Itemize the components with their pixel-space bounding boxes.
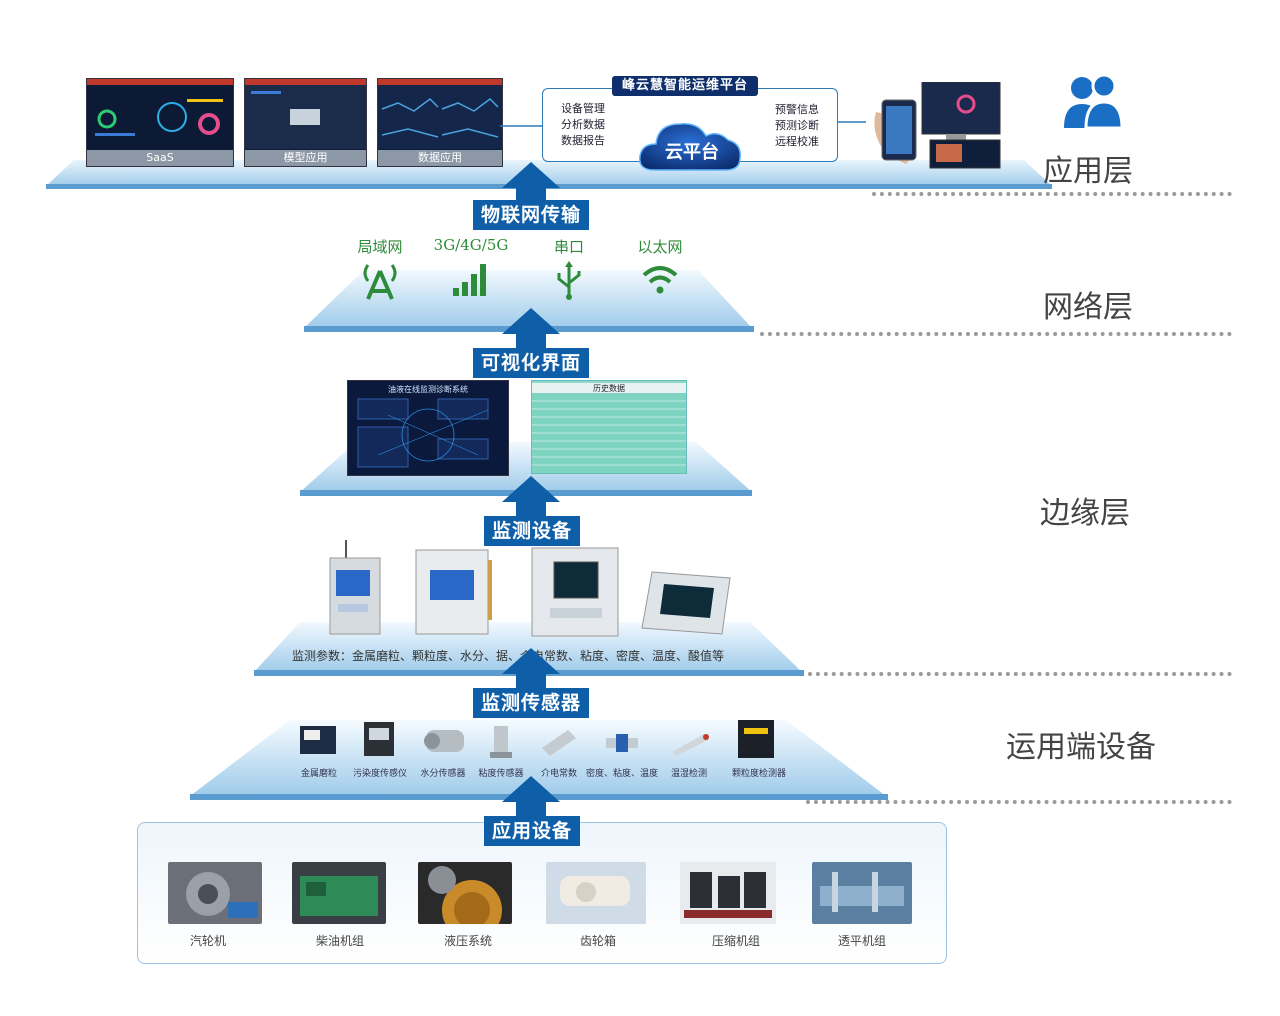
up-arrow-monitor-device <box>502 476 560 518</box>
iot-banner: 物联网传输 <box>473 200 590 230</box>
sensor-density-image <box>606 734 638 752</box>
sensor-caption-7: 颗粒度检测器 <box>732 769 787 779</box>
right-function-list: 预警信息 预测诊断 远程校准 <box>770 102 824 150</box>
antenna-icon <box>363 264 397 300</box>
visual-banner: 可视化界面 <box>473 348 590 378</box>
network-item-lan: 局域网 <box>335 236 425 305</box>
monitor-device-2 <box>415 549 492 635</box>
network-item-serial: 串口 <box>524 236 614 305</box>
layer-label-terminal: 运用端设备 <box>1006 730 1156 765</box>
app-device-caption-4: 压缩机组 <box>711 934 760 948</box>
divider-sensor <box>806 800 1232 804</box>
layer-label-application: 应用层 <box>1043 154 1133 189</box>
left-function-list: 设备管理 分析数据 数据报告 <box>556 101 610 149</box>
turbine-photo <box>168 862 262 924</box>
app-device-caption-5: 透平机组 <box>837 934 886 948</box>
network-item-cellular: 3G/4G/5G <box>426 236 516 302</box>
wifi-icon <box>642 266 678 294</box>
compressor-photo <box>680 862 776 924</box>
diesel-generator-photo <box>292 862 386 924</box>
up-arrow-sensor <box>502 648 560 690</box>
app-device-banner: 应用设备 <box>484 816 581 846</box>
signal-bars-icon <box>453 264 486 296</box>
network-label-serial: 串口 <box>553 238 584 256</box>
network-label-cellular: 3G/4G/5G <box>433 236 509 254</box>
app-device-caption-1: 柴油机组 <box>315 934 364 948</box>
model-app-caption: 模型应用 <box>245 150 366 166</box>
layer-label-edge: 边缘层 <box>1040 496 1130 531</box>
sensor-caption-4: 介电常数 <box>540 769 577 779</box>
hydraulic-system-photo <box>418 862 512 924</box>
data-app-caption: 数据应用 <box>378 150 502 166</box>
multi-device-image <box>866 81 1002 170</box>
app-device-caption-3: 齿轮箱 <box>579 934 616 948</box>
sensor-caption-3: 粘度传感器 <box>478 769 524 779</box>
sensor-caption-2: 水分传感器 <box>420 769 466 779</box>
monitor-device-3 <box>531 547 619 637</box>
turbo-unit-photo <box>812 862 912 924</box>
function-warning-info: 预警信息 <box>775 103 819 116</box>
sensor-caption-6: 温湿检测 <box>670 769 707 779</box>
history-data-title: 历史数据 <box>532 383 686 394</box>
up-arrow-visual <box>502 308 560 350</box>
data-app-screen: 数据应用 <box>377 78 503 167</box>
users-icon <box>1064 73 1124 130</box>
sensor-caption-0: 金属磨粒 <box>300 769 337 779</box>
monitor-device-banner: 监测设备 <box>484 516 581 546</box>
network-label-lan: 局域网 <box>357 238 403 256</box>
sensor-metal-wear-image <box>300 726 336 754</box>
sensor-caption-5: 密度、粘度、温度 <box>586 769 659 779</box>
up-arrow-iot <box>502 162 560 204</box>
history-data-screen: 历史数据 <box>531 380 687 474</box>
divider-application <box>872 192 1232 196</box>
saas-screen: SaaS <box>86 78 234 167</box>
sensor-particle-image <box>738 720 774 758</box>
function-data-report: 数据报告 <box>561 134 605 147</box>
up-arrow-app-device <box>502 776 560 818</box>
monitor-device-1 <box>329 540 381 635</box>
oil-monitor-title: 油液在线监测诊断系统 <box>388 385 468 394</box>
sensor-temperature-image <box>672 734 709 756</box>
sensor-viscosity-image <box>490 726 512 758</box>
network-label-ethernet: 以太网 <box>637 238 683 256</box>
function-device-management: 设备管理 <box>561 102 605 115</box>
monitor-params-text: 监测参数：金属磨粒、颗粒度、水分、据、介电常数、粘度、密度、温度、酸值等 <box>292 649 725 663</box>
usb-icon <box>557 261 581 300</box>
gearbox-photo <box>546 862 646 924</box>
sensor-caption-1: 污染度传感仪 <box>352 769 407 779</box>
layer-label-network: 网络层 <box>1043 290 1133 325</box>
function-predictive-diagnosis: 预测诊断 <box>775 119 819 132</box>
cloud-icon <box>639 123 741 171</box>
divider-edge <box>808 672 1232 676</box>
oil-monitor-screen: 油液在线监测诊断系统 <box>347 380 509 476</box>
monitor-sensor-banner: 监测传感器 <box>473 688 590 718</box>
sensor-contamination-image <box>364 722 394 756</box>
model-app-screen: 模型应用 <box>244 78 367 167</box>
network-item-ethernet: 以太网 <box>615 236 705 305</box>
function-remote-calibration: 远程校准 <box>775 135 819 148</box>
sensor-dielectric-image <box>542 730 576 756</box>
saas-caption: SaaS <box>87 150 233 166</box>
app-device-caption-2: 液压系统 <box>443 934 492 948</box>
cloud-label: 云平台 <box>665 142 719 163</box>
platform-title: 峰云慧智能运维平台 <box>612 76 759 96</box>
monitor-device-4 <box>641 571 731 635</box>
sensor-moisture-image <box>424 730 464 752</box>
divider-network <box>760 332 1232 336</box>
function-analyze-data: 分析数据 <box>561 118 605 131</box>
app-device-caption-0: 汽轮机 <box>189 934 226 948</box>
